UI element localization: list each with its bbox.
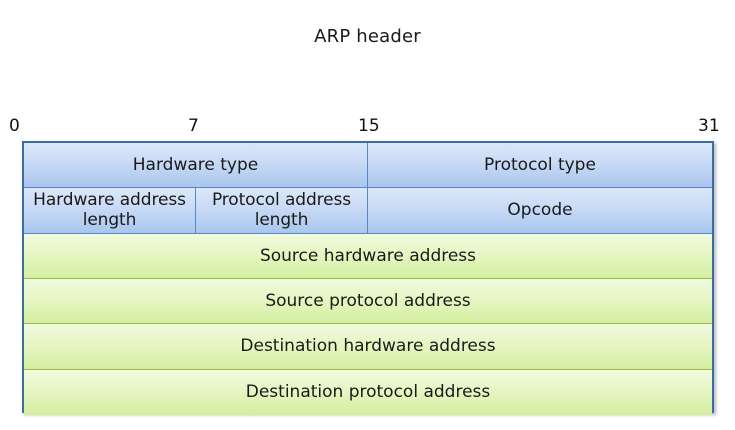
field-hardware-type: Hardware type	[24, 143, 368, 189]
bit-position-ruler: 0 7 15 31	[0, 113, 735, 139]
table-row: Hardware address length Protocol address…	[24, 188, 712, 234]
field-source-hardware-address: Source hardware address	[24, 233, 712, 279]
bit-tick-15: 15	[358, 116, 380, 136]
table-row: Source hardware address	[24, 233, 712, 279]
page-title: ARP header	[314, 26, 421, 47]
field-protocol-address-length: Protocol address length	[196, 188, 368, 234]
table-row: Source protocol address	[24, 278, 712, 325]
field-destination-hardware-address: Destination hardware address	[24, 324, 712, 370]
field-opcode: Opcode	[368, 188, 712, 234]
field-destination-protocol-address: Destination protocol address	[24, 369, 712, 415]
field-hardware-address-length: Hardware address length	[24, 188, 196, 234]
arp-header-table: Hardware type Protocol type Hardware add…	[22, 141, 714, 415]
table-row: Hardware type Protocol type	[24, 143, 712, 189]
bit-tick-7: 7	[188, 116, 199, 136]
field-protocol-type: Protocol type	[368, 143, 712, 189]
bit-tick-0: 0	[9, 116, 20, 136]
field-source-protocol-address: Source protocol address	[24, 278, 712, 325]
bit-tick-31: 31	[698, 116, 720, 136]
table-row: Destination protocol address	[24, 369, 712, 415]
table-row: Destination hardware address	[24, 324, 712, 370]
